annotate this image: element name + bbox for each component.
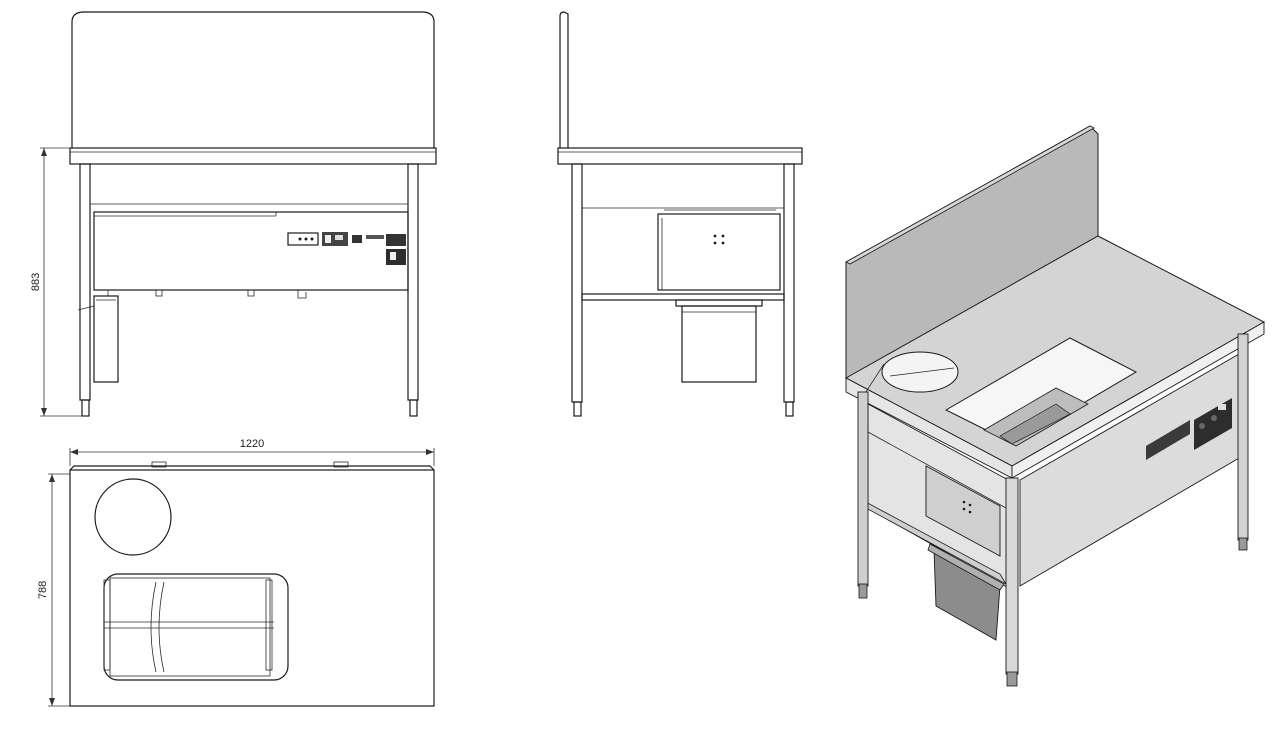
basin-opening (103, 573, 289, 681)
dimension-width-label: 1220 (240, 438, 264, 450)
isometric-view (844, 125, 1266, 687)
dimension-width: 1220 (69, 438, 435, 466)
dimension-depth: 788 (37, 473, 70, 707)
dimension-height: 883 (30, 147, 82, 417)
control-panel (287, 232, 406, 265)
front-view: 883 (30, 11, 437, 417)
top-view: 1220 788 (37, 438, 435, 707)
side-view (557, 11, 803, 417)
dimension-height-label: 883 (30, 273, 42, 291)
chute-hole (94, 478, 172, 556)
iso-control-panel (1146, 398, 1232, 460)
dimension-depth-label: 788 (37, 581, 49, 599)
